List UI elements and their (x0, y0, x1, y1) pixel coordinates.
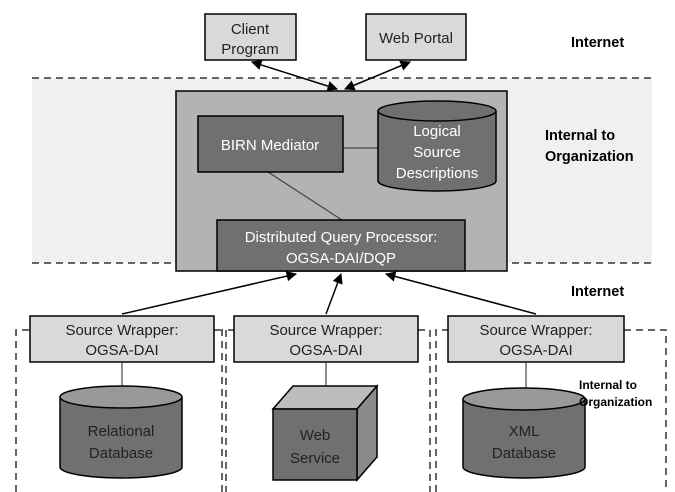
org-region-left (15, 329, 227, 492)
xml-database-line-2: Database (492, 445, 556, 462)
xml-database-line-1: XML (509, 423, 540, 440)
relational-database-cylinder (59, 385, 183, 479)
logical-sources-line-1: Logical (413, 123, 461, 140)
web-portal-label: Web Portal (379, 30, 453, 47)
source-wrapper-3-line-2: OGSA-DAI (499, 342, 572, 359)
client-program-line-2: Program (221, 41, 279, 58)
logical-sources-line-3: Descriptions (396, 165, 479, 182)
logical-sources-line-2: Source (413, 144, 461, 161)
source-wrapper-2-box (233, 315, 419, 363)
relational-database-line-1: Relational (88, 423, 155, 440)
web-service-line-2: Service (290, 450, 340, 467)
source-wrapper-3-line-1: Source Wrapper: (479, 322, 592, 339)
client-program-box (204, 13, 297, 61)
web-service-cube (271, 383, 379, 483)
source-wrapper-2-line-1: Source Wrapper: (269, 322, 382, 339)
dqp-line-1: Distributed Query Processor: (245, 229, 438, 246)
xml-database-cylinder (462, 387, 586, 479)
zone-internal-small-line-1: Internal to (579, 378, 637, 392)
client-program-line-1: Client (231, 21, 270, 38)
org-region-right (435, 329, 667, 492)
zone-internal-line-1: Internal to (545, 128, 615, 144)
web-service-line-1: Web (300, 427, 331, 444)
birn-mediator-box (197, 115, 344, 173)
zone-internet-middle: Internet (571, 284, 624, 300)
zone-internet-top: Internet (571, 35, 624, 51)
source-wrapper-1-line-2: OGSA-DAI (85, 342, 158, 359)
wrapper-3-arrow (384, 271, 537, 315)
wrapper-1-arrow (121, 271, 298, 315)
mediator-to-dqp-line (267, 171, 343, 221)
client-program-arrow (250, 59, 339, 92)
dqp-line-2: OGSA-DAI/DQP (286, 250, 396, 267)
zone-internal-line-2: Organization (545, 149, 634, 165)
web-portal-arrow (344, 60, 411, 91)
logical-source-descriptions-cylinder (377, 100, 497, 192)
org-region-middle (221, 329, 431, 492)
web-portal-box (365, 13, 467, 61)
relational-database-line-2: Database (89, 445, 153, 462)
zone-internal-small-line-2: Organization (579, 395, 652, 409)
source-wrapper-1-line-1: Source Wrapper: (65, 322, 178, 339)
dqp-box (216, 219, 466, 272)
source-wrapper-2-line-2: OGSA-DAI (289, 342, 362, 359)
birn-mediator-label: BIRN Mediator (221, 137, 319, 154)
source-wrapper-3-box (447, 315, 625, 363)
wrapper-2-arrow (325, 273, 343, 315)
